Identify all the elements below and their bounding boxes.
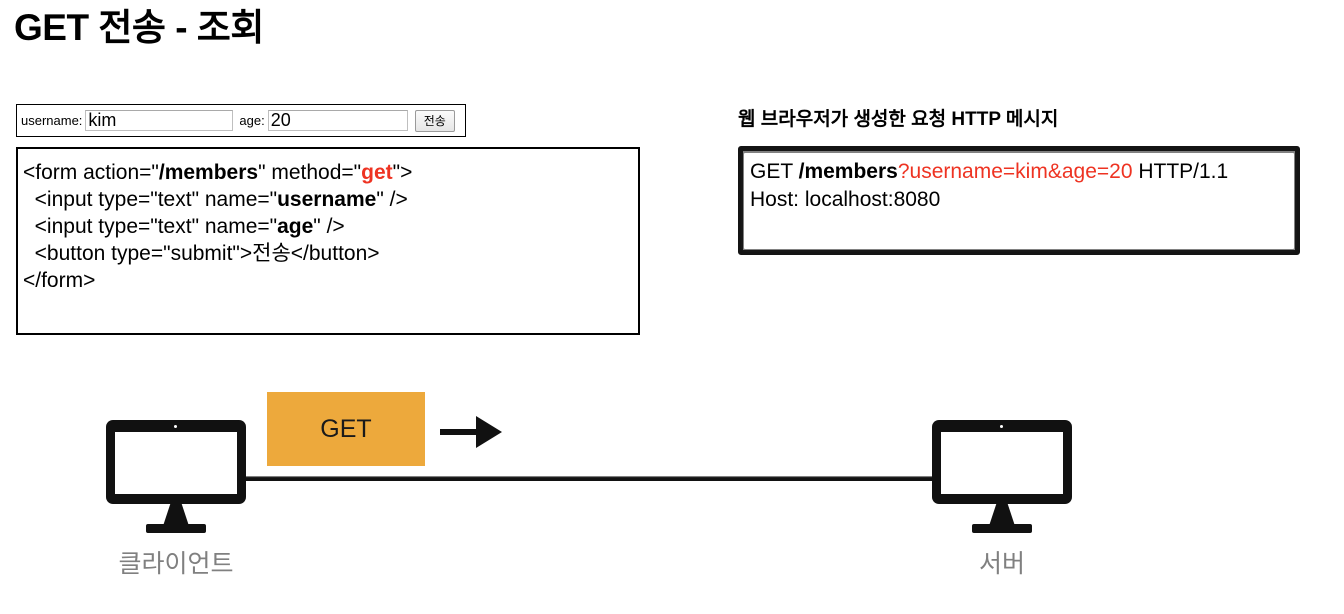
text-segment: " method="	[258, 161, 362, 184]
code-line-2: <input type="text" name="age" />	[23, 213, 638, 240]
arrow-head	[476, 416, 502, 448]
text-segment: <form action="	[23, 161, 159, 184]
code-line-0: <form action="/members" method="get">	[23, 159, 638, 186]
text-segment: /members	[158, 161, 259, 184]
text-segment: /members	[798, 160, 898, 183]
submit-button[interactable]: 전송	[414, 109, 455, 132]
text-segment: <input type="text" name="	[23, 188, 278, 211]
text-segment: get	[361, 161, 393, 184]
http-line-1: Host: localhost:8080	[750, 186, 1300, 214]
monitor-bezel	[932, 420, 1072, 504]
connection-line	[245, 476, 935, 481]
http-message-heading: 웹 브라우저가 생성한 요청 HTTP 메시지	[738, 109, 1059, 130]
monitor-camera-icon	[174, 425, 177, 428]
text-segment: ">	[392, 161, 413, 184]
monitor-stand-neck	[989, 504, 1015, 526]
text-segment: HTTP/1.1	[1132, 160, 1229, 183]
username-label: username:	[21, 112, 83, 128]
age-label: age:	[239, 112, 265, 128]
text-segment: username	[277, 188, 377, 211]
text-segment: " />	[313, 215, 345, 238]
monitor-stand-neck	[163, 504, 189, 526]
username-input[interactable]: kim	[85, 110, 234, 131]
monitor-stand-base	[146, 524, 206, 533]
form-preview-strip: username: kim age: 20 전송	[16, 104, 466, 137]
server-caption: 서버	[978, 550, 1025, 578]
monitor-stand-base	[972, 524, 1032, 533]
monitor-screen	[941, 432, 1063, 494]
get-request-label-box: GET	[267, 392, 425, 466]
monitor-camera-icon	[1000, 425, 1003, 428]
monitor-bezel	[106, 420, 246, 504]
monitor-screen	[115, 432, 237, 494]
get-request-label: GET	[320, 415, 372, 443]
text-segment: ?username=kim&age=20	[897, 160, 1133, 183]
http-line-0: GET /members?username=kim&age=20 HTTP/1.…	[750, 158, 1300, 186]
text-segment: GET	[750, 160, 799, 183]
code-line-3: <button type="submit">전송</button>	[23, 240, 638, 267]
text-segment: " />	[376, 188, 408, 211]
html-source-code-box: <form action="/members" method="get"> <i…	[16, 147, 640, 335]
client-caption: 클라이언트	[118, 550, 234, 578]
code-line-1: <input type="text" name="username" />	[23, 186, 638, 213]
text-segment: age	[277, 215, 314, 238]
arrow-shaft	[440, 429, 482, 435]
request-direction-arrow-icon	[440, 416, 510, 448]
text-segment: <input type="text" name="	[23, 215, 278, 238]
text-segment: Host: localhost:8080	[750, 188, 941, 211]
code-line-4: </form>	[23, 267, 638, 294]
text-segment: </form>	[23, 269, 96, 292]
text-segment: <button type="submit">전송</button>	[23, 242, 380, 265]
client-server-diagram: 클라이언트 서버 GET	[0, 360, 1344, 614]
age-input[interactable]: 20	[267, 110, 408, 131]
page-title: GET 전송 - 조회	[14, 7, 264, 48]
http-message-box: GET /members?username=kim&age=20 HTTP/1.…	[738, 146, 1300, 255]
